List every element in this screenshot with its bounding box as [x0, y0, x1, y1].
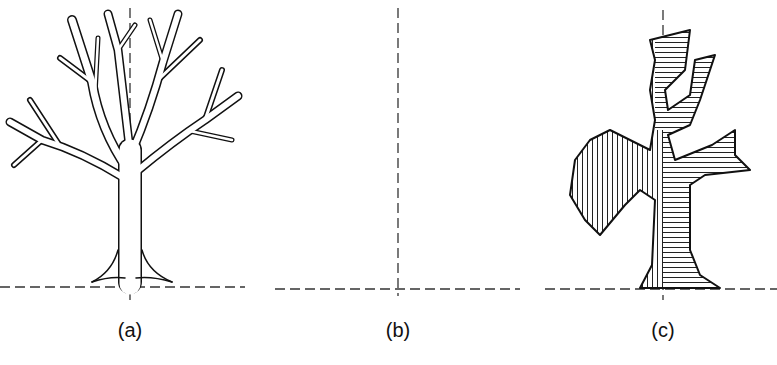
tree-drawing — [10, 14, 238, 284]
hatched-figure — [570, 30, 750, 288]
panel-label: (a) — [118, 318, 142, 342]
panel-label: (b) — [386, 318, 410, 342]
panel-label: (c) — [651, 318, 674, 342]
dashed-axis — [0, 8, 777, 300]
